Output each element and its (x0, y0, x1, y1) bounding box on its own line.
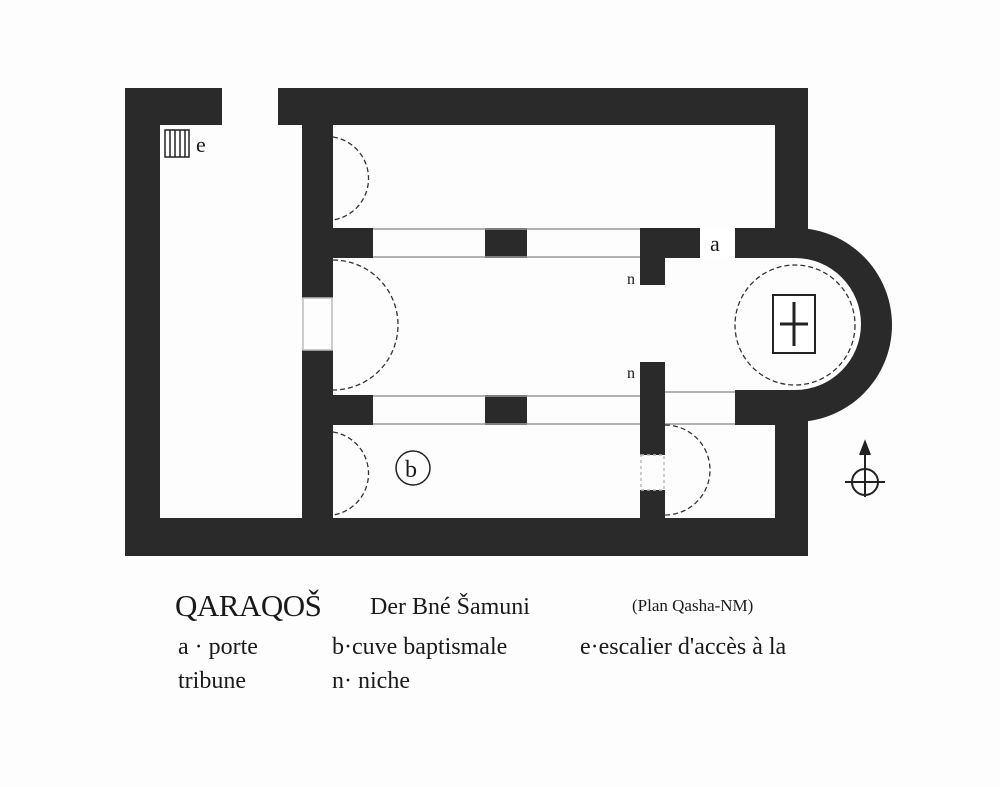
pier (333, 228, 373, 258)
wall-left (125, 88, 160, 556)
pier (485, 395, 527, 425)
wall-chancel-south (640, 362, 665, 455)
legend-n: n· niche (332, 668, 410, 694)
plan-title: QARAQOŠ (175, 588, 322, 623)
colonnade-lines (302, 228, 735, 491)
apse-circle (734, 264, 856, 386)
pier (485, 228, 527, 258)
label-a: a (710, 231, 720, 256)
wall-chancel-south-lower (640, 490, 665, 520)
plan-credit: (Plan Qasha-NM) (632, 596, 754, 615)
wall-inner-south (302, 350, 333, 520)
label-b: b (405, 457, 417, 483)
legend-a: a · porte (178, 634, 258, 660)
plan-subtitle: Der Bné Šamuni (370, 594, 530, 620)
baptismal-font-marker (395, 450, 431, 486)
north-arrow-icon (845, 439, 885, 497)
label-niche-north: n (627, 271, 635, 288)
apse-wall (735, 228, 892, 422)
door-arcs (332, 136, 856, 516)
walls (125, 88, 892, 556)
door-a (700, 229, 735, 257)
wall-top-right (278, 88, 808, 125)
label-niche-south: n (627, 365, 635, 382)
wall-right-north (775, 88, 808, 238)
wall-inner-north (302, 125, 333, 298)
wall-bottom (125, 518, 808, 556)
wall-chancel-north (640, 228, 665, 285)
pier (333, 395, 373, 425)
cross-icon (780, 302, 808, 346)
legend-e: e·escalier d'accès à la (580, 634, 787, 660)
label-e: e (196, 132, 206, 157)
legend-b: b·cuve baptismale (332, 634, 508, 660)
stairs-icon (164, 129, 190, 158)
legend-e-cont: tribune (178, 668, 246, 694)
